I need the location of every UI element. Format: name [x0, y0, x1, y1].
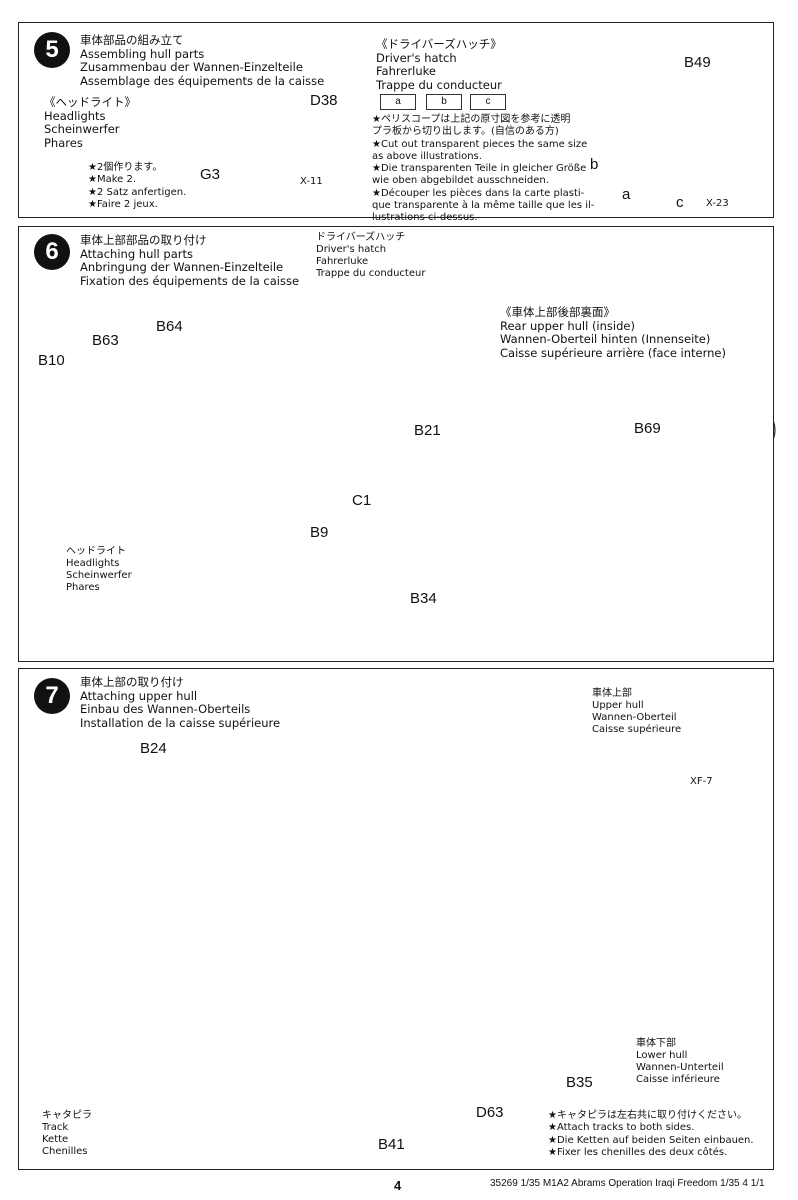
product-code: 35269 1/35 M1A2 Abrams Operation Iraqi F… — [490, 1178, 765, 1189]
paint-x23-label: X-23 — [706, 198, 729, 209]
periscope-box-a: a — [380, 94, 416, 110]
periscope-note: ★ペリスコープは上記の原寸図を参考に透明プラ板から切り出します。(自信のある方)… — [372, 114, 595, 224]
part-b21-label: B21 — [414, 422, 441, 439]
page-number: 4 — [394, 1178, 402, 1193]
step-7-panel — [18, 668, 774, 1170]
periscope-box-c: c — [470, 94, 506, 110]
part-b64-label: B64 — [156, 318, 183, 335]
part-d38-label: D38 — [310, 92, 338, 109]
part-c1-label: C1 — [352, 492, 372, 509]
part-b9-label: B9 — [310, 524, 329, 541]
step-5-number: 5 — [34, 32, 70, 68]
periscope-box-b: b — [426, 94, 462, 110]
step-7-number: 7 — [34, 678, 70, 714]
periscope-a-label: a — [622, 186, 631, 203]
part-d63-label: D63 — [476, 1104, 504, 1121]
paint-xf7-label: XF-7 — [690, 776, 713, 787]
part-g3-label: G3 — [200, 166, 221, 183]
rear-upper-hull-title: 《車体上部後部裏面》Rear upper hull (inside)Wannen… — [500, 305, 726, 360]
part-b24-label: B24 — [140, 740, 167, 757]
part-b49-label: B49 — [684, 54, 711, 71]
paint-x11-label: X-11 — [300, 176, 323, 187]
periscope-b-label: b — [590, 156, 599, 173]
part-b63-label: B63 — [92, 332, 119, 349]
part-b41-label: B41 — [378, 1136, 405, 1153]
part-b35-label: B35 — [566, 1074, 593, 1091]
track-note: ★キャタピラは左右共に取り付けください。★Attach tracks to bo… — [548, 1110, 754, 1158]
step-5-panel — [18, 22, 774, 218]
part-b69-label: B69 — [634, 420, 661, 437]
step-6-number: 6 — [34, 234, 70, 270]
step-6-panel — [18, 226, 774, 662]
make-two-note: ★2個作ります。★Make 2.★2 Satz anfertigen.★Fair… — [88, 162, 187, 210]
part-b34-label: B34 — [410, 590, 437, 607]
periscope-c-label: c — [676, 194, 684, 211]
part-b10-label: B10 — [38, 352, 65, 369]
